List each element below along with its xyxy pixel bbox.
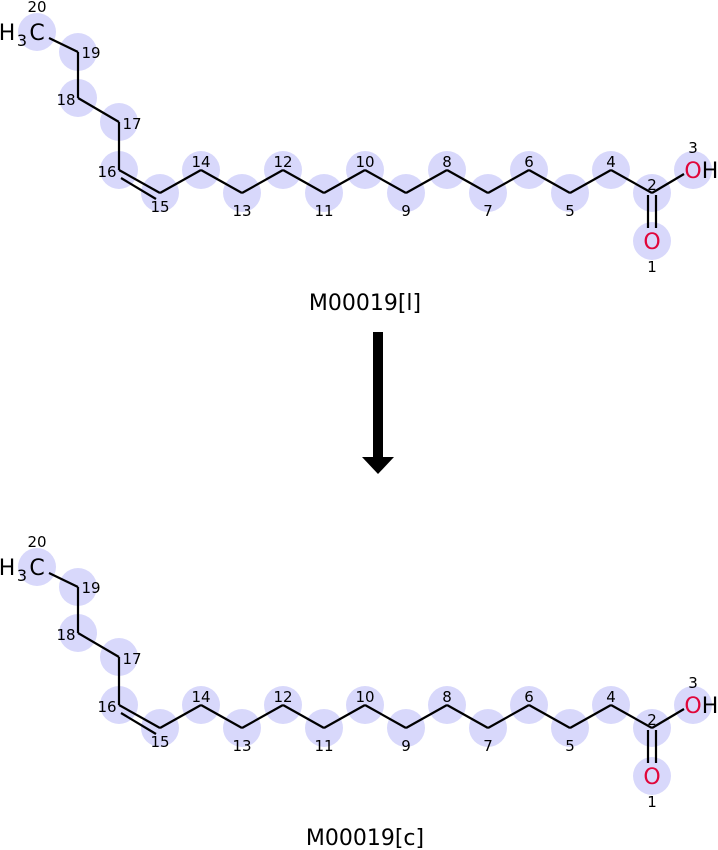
atom-highlight (18, 548, 56, 586)
methyl-subscript-label: 3 (17, 566, 27, 585)
atom-number-1: 1 (647, 793, 657, 811)
bond-a7-a6 (487, 704, 530, 729)
atom-number-11: 11 (314, 737, 333, 755)
bond-a9-a8 (405, 704, 448, 729)
atom-number-10: 10 (355, 688, 374, 706)
bond-a13-a12 (241, 169, 284, 194)
atom-number-16: 16 (97, 163, 116, 181)
atom-number-19: 19 (81, 44, 100, 62)
bond-a20-a19 (48, 37, 79, 53)
atom-highlight (674, 686, 712, 724)
atom-number-7: 7 (483, 202, 493, 220)
hydroxyl-h-label: H (702, 694, 718, 719)
bond-a11-a10 (323, 169, 366, 194)
bond-a4-a2 (610, 704, 653, 729)
atom-number-17: 17 (122, 650, 141, 668)
atom-highlight (674, 151, 712, 189)
atom-number-15: 15 (150, 733, 169, 751)
methyl-subscript-label: 3 (17, 31, 27, 50)
bond-a4-a2 (610, 169, 653, 194)
atom-number-3: 3 (688, 139, 698, 157)
methyl-c-label: C (29, 21, 44, 46)
product-caption: M00019[c] (306, 826, 424, 850)
atom-number-5: 5 (565, 202, 575, 220)
bond-a11-a10 (323, 704, 366, 729)
arrow-head (362, 457, 394, 474)
bond-a18-a17 (77, 97, 120, 123)
atom-number-2: 2 (647, 176, 657, 194)
atom-number-14: 14 (191, 688, 210, 706)
carbonyl-oxygen-label: O (643, 765, 660, 790)
atom-number-16: 16 (97, 698, 116, 716)
bond-a2-a3 (651, 173, 685, 194)
atom-number-3: 3 (688, 674, 698, 692)
atom-number-9: 9 (401, 202, 411, 220)
atom-number-6: 6 (524, 153, 534, 171)
reactant-caption: M00019[l] (309, 291, 421, 316)
atom-number-11: 11 (314, 202, 333, 220)
atom-number-18: 18 (56, 91, 75, 109)
atom-number-4: 4 (606, 688, 616, 706)
atom-highlight (633, 222, 671, 260)
atom-highlight (18, 13, 56, 51)
bond-a8-a7 (446, 169, 489, 194)
bond-a10-a9 (364, 169, 407, 194)
atom-number-20: 20 (27, 533, 46, 551)
double-bond-inner-16-15 (120, 177, 157, 200)
bond-a16-a15 (118, 704, 161, 729)
atom-number-8: 8 (442, 688, 452, 706)
carbonyl-oxygen-label: O (643, 230, 660, 255)
atom-number-19: 19 (81, 579, 100, 597)
atom-number-6: 6 (524, 688, 534, 706)
hydroxyl-h-label: H (702, 159, 718, 184)
bond-a10-a9 (364, 704, 407, 729)
bond-a12-a11 (282, 704, 325, 729)
atom-number-18: 18 (56, 626, 75, 644)
atom-number-5: 5 (565, 737, 575, 755)
bond-a15-a14 (159, 169, 202, 194)
atom-number-15: 15 (150, 198, 169, 216)
bond-a5-a4 (569, 704, 612, 729)
reaction-arrow (362, 332, 394, 474)
atom-highlight (633, 757, 671, 795)
atom-number-20: 20 (27, 0, 46, 16)
methyl-h-label: H (0, 556, 15, 581)
atom-number-10: 10 (355, 153, 374, 171)
bond-a14-a13 (200, 704, 243, 729)
hydroxyl-oxygen-label: O (684, 694, 701, 719)
bond-a2-a3 (651, 708, 685, 729)
atom-number-4: 4 (606, 153, 616, 171)
methyl-c-label: C (29, 556, 44, 581)
bond-a9-a8 (405, 169, 448, 194)
bond-a15-a14 (159, 704, 202, 729)
atom-number-2: 2 (647, 711, 657, 729)
bond-a13-a12 (241, 704, 284, 729)
atom-number-14: 14 (191, 153, 210, 171)
bond-a5-a4 (569, 169, 612, 194)
bond-a18-a17 (77, 632, 120, 658)
atom-number-13: 13 (232, 202, 251, 220)
atom-number-12: 12 (273, 688, 292, 706)
bond-a6-a5 (528, 704, 571, 729)
bond-a20-a19 (48, 572, 79, 588)
hydroxyl-oxygen-label: O (684, 159, 701, 184)
bond-a16-a15 (118, 169, 161, 194)
double-bond-inner-16-15 (120, 712, 157, 735)
bond-a12-a11 (282, 169, 325, 194)
atom-number-7: 7 (483, 737, 493, 755)
arrow-shaft (373, 332, 383, 458)
atom-number-1: 1 (647, 258, 657, 276)
atom-number-13: 13 (232, 737, 251, 755)
atom-number-9: 9 (401, 737, 411, 755)
atom-number-17: 17 (122, 115, 141, 133)
atom-number-8: 8 (442, 153, 452, 171)
bond-a14-a13 (200, 169, 243, 194)
methyl-h-label: H (0, 21, 15, 46)
bond-a6-a5 (528, 169, 571, 194)
bond-a8-a7 (446, 704, 489, 729)
atom-number-12: 12 (273, 153, 292, 171)
bond-a7-a6 (487, 169, 530, 194)
